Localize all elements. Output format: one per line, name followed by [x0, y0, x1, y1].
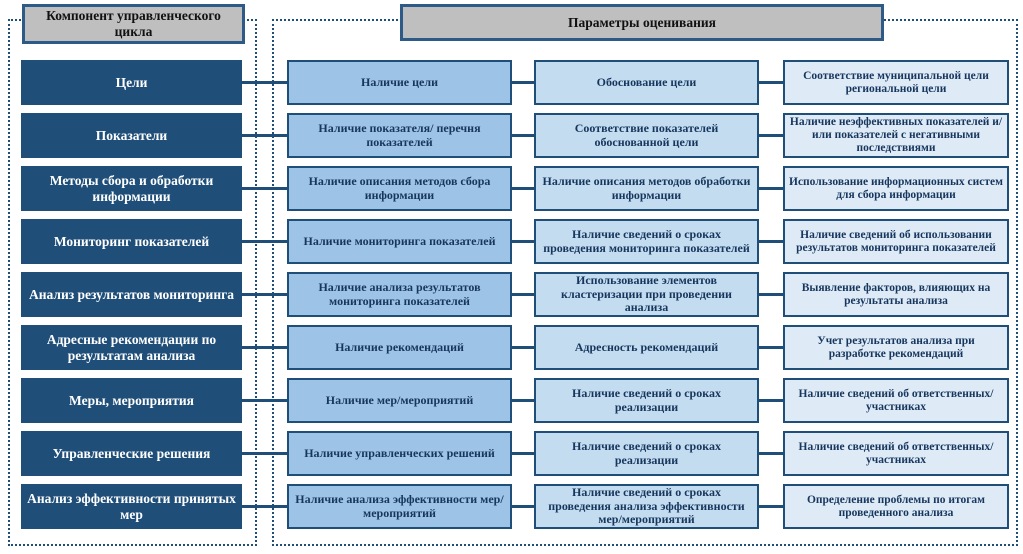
connector-line	[757, 240, 785, 243]
component-box: Показатели	[21, 113, 242, 158]
connector-line	[240, 187, 289, 190]
component-box: Адресные рекомендации по результатам ана…	[21, 325, 242, 370]
param-box-1: Наличие рекомендаций	[287, 325, 512, 370]
diagram-row: Анализ результатов мониторинга Наличие а…	[0, 272, 1023, 317]
connector-line	[240, 452, 289, 455]
diagram-row: Меры, мероприятия Наличие мер/мероприяти…	[0, 378, 1023, 423]
param-box-3: Наличие сведений об ответственных/участн…	[783, 431, 1009, 476]
connector-line	[240, 293, 289, 296]
connector-line	[240, 134, 289, 137]
param-box-3: Соответствие муниципальной цели регионал…	[783, 60, 1009, 105]
diagram-row: Анализ эффективности принятых мер Наличи…	[0, 484, 1023, 529]
param-box-2: Наличие сведений о сроках проведения ана…	[534, 484, 759, 529]
param-box-3: Использование информационных систем для …	[783, 166, 1009, 211]
connector-line	[757, 134, 785, 137]
connector-line	[757, 81, 785, 84]
component-box: Управленческие решения	[21, 431, 242, 476]
connector-line	[757, 452, 785, 455]
param-box-1: Наличие мониторинга показателей	[287, 219, 512, 264]
param-box-2: Наличие сведений о сроках реализации	[534, 431, 759, 476]
param-box-2: Адресность рекомендаций	[534, 325, 759, 370]
param-box-2: Наличие сведений о сроках реализации	[534, 378, 759, 423]
param-box-3: Учет результатов анализа при разработке …	[783, 325, 1009, 370]
component-box: Цели	[21, 60, 242, 105]
connector-line	[240, 240, 289, 243]
connector-line	[757, 505, 785, 508]
connector-line	[757, 293, 785, 296]
diagram-row: Цели Наличие цели Обоснование цели Соотв…	[0, 60, 1023, 105]
connector-line	[510, 240, 536, 243]
component-box: Мониторинг показателей	[21, 219, 242, 264]
connector-line	[510, 293, 536, 296]
diagram-row: Методы сбора и обработки информации Нали…	[0, 166, 1023, 211]
param-box-1: Наличие цели	[287, 60, 512, 105]
evaluation-params-header: Параметры оценивания	[400, 4, 884, 41]
connector-line	[240, 505, 289, 508]
connector-line	[757, 346, 785, 349]
param-box-1: Наличие описания методов сбора информаци…	[287, 166, 512, 211]
management-cycle-header: Компонент управленческого цикла	[22, 4, 245, 44]
connector-line	[757, 399, 785, 402]
param-box-1: Наличие анализа результатов мониторинга …	[287, 272, 512, 317]
param-box-2: Наличие сведений о сроках проведения мон…	[534, 219, 759, 264]
diagram-row: Мониторинг показателей Наличие мониторин…	[0, 219, 1023, 264]
param-box-3: Наличие сведений об использовании резуль…	[783, 219, 1009, 264]
connector-line	[240, 399, 289, 402]
param-box-3: Наличие сведений об ответственных/участн…	[783, 378, 1009, 423]
diagram-row: Показатели Наличие показателя/ перечня п…	[0, 113, 1023, 158]
connector-line	[510, 81, 536, 84]
param-box-1: Наличие анализа эффективности мер/меропр…	[287, 484, 512, 529]
param-box-3: Выявление факторов, влияющих на результа…	[783, 272, 1009, 317]
diagram-row: Управленческие решения Наличие управленч…	[0, 431, 1023, 476]
connector-line	[510, 134, 536, 137]
param-box-2: Соответствие показателей обоснованной це…	[534, 113, 759, 158]
connector-line	[510, 346, 536, 349]
component-box: Анализ результатов мониторинга	[21, 272, 242, 317]
connector-line	[510, 399, 536, 402]
param-box-1: Наличие мер/мероприятий	[287, 378, 512, 423]
component-box: Методы сбора и обработки информации	[21, 166, 242, 211]
connector-line	[240, 346, 289, 349]
param-box-2: Обоснование цели	[534, 60, 759, 105]
param-box-2: Наличие описания методов обработки инфор…	[534, 166, 759, 211]
connector-line	[510, 452, 536, 455]
component-box: Анализ эффективности принятых мер	[21, 484, 242, 529]
param-box-2: Использование элементов кластеризации пр…	[534, 272, 759, 317]
diagram-row: Адресные рекомендации по результатам ана…	[0, 325, 1023, 370]
param-box-3: Наличие неэффективных показателей и/или …	[783, 113, 1009, 158]
connector-line	[510, 505, 536, 508]
component-box: Меры, мероприятия	[21, 378, 242, 423]
param-box-1: Наличие показателя/ перечня показателей	[287, 113, 512, 158]
connector-line	[240, 81, 289, 84]
connector-line	[510, 187, 536, 190]
connector-line	[757, 187, 785, 190]
param-box-3: Определение проблемы по итогам проведенн…	[783, 484, 1009, 529]
param-box-1: Наличие управленческих решений	[287, 431, 512, 476]
